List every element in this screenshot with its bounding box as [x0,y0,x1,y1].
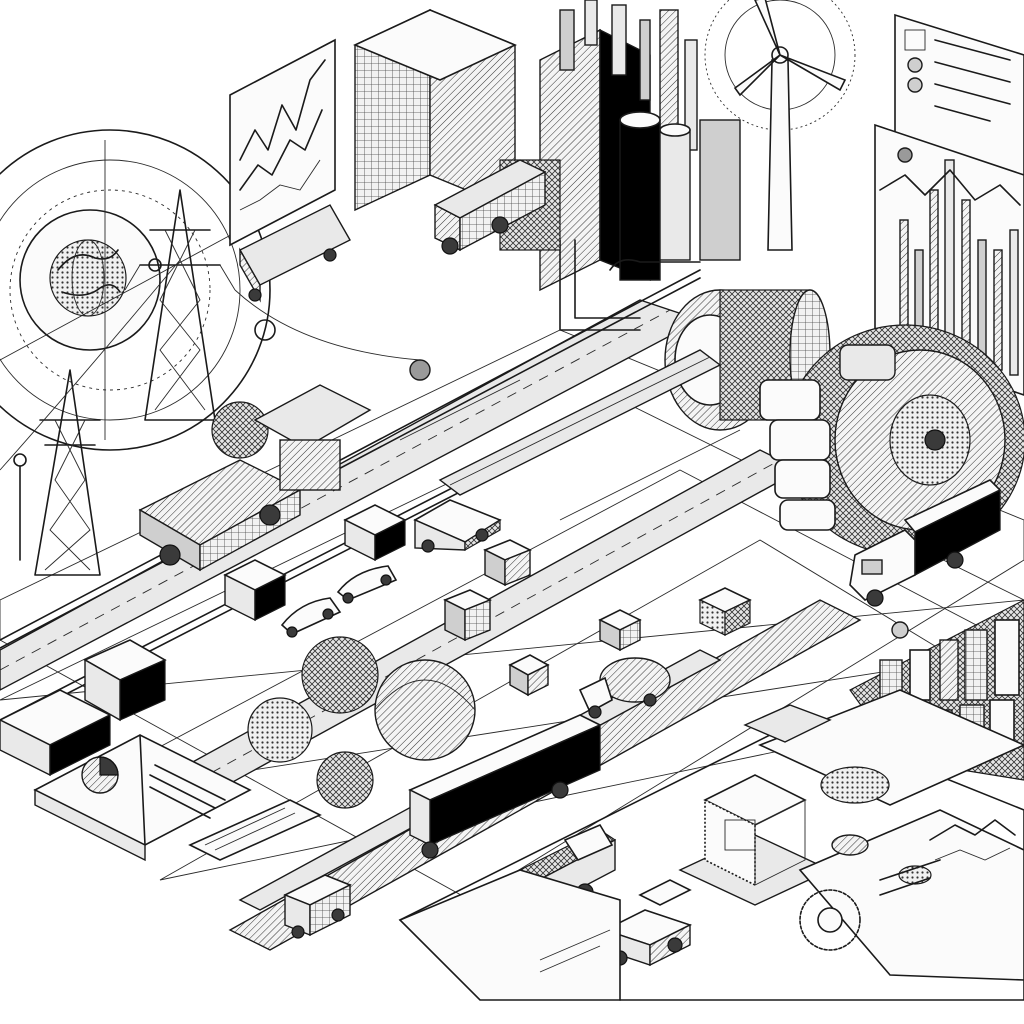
car-2 [336,565,398,604]
info-sheets [398,689,1024,1001]
bar-chart-icon [899,159,1019,376]
pylon-icon [124,189,236,421]
wind-turbine [704,0,856,251]
line-chart-icon [239,59,326,211]
crates-left [0,504,407,777]
factory-icon [539,0,698,292]
heavy-vehicle-top [433,159,547,255]
delivery-van-center [413,499,502,553]
pylon-left-small [34,369,101,576]
donut-chart-icon [799,889,861,951]
pie-chart-icon-report [81,756,119,794]
wind-turbine-icon [733,0,847,251]
container-truck [408,714,602,859]
van-bottom-left [283,874,352,939]
dome-cluster [247,636,476,809]
line-chart-panel [229,38,336,247]
office-tower [353,8,517,212]
globe-ring [0,129,271,451]
glass-cube-display [678,774,832,906]
small-buildings [443,539,752,697]
pie-chart-icon [907,57,923,93]
tanker-truck [578,657,671,719]
harvester-machine [138,384,372,572]
truck-right [849,479,1002,607]
truck-icon [849,479,1002,607]
open-report-book [33,734,322,862]
power-lines [0,259,421,471]
scattered-details [13,204,909,743]
globe-icon [49,239,127,317]
car-1 [280,597,342,638]
factory-complex [499,0,741,331]
car-icon [280,597,342,638]
pylon-left-large [124,189,236,421]
